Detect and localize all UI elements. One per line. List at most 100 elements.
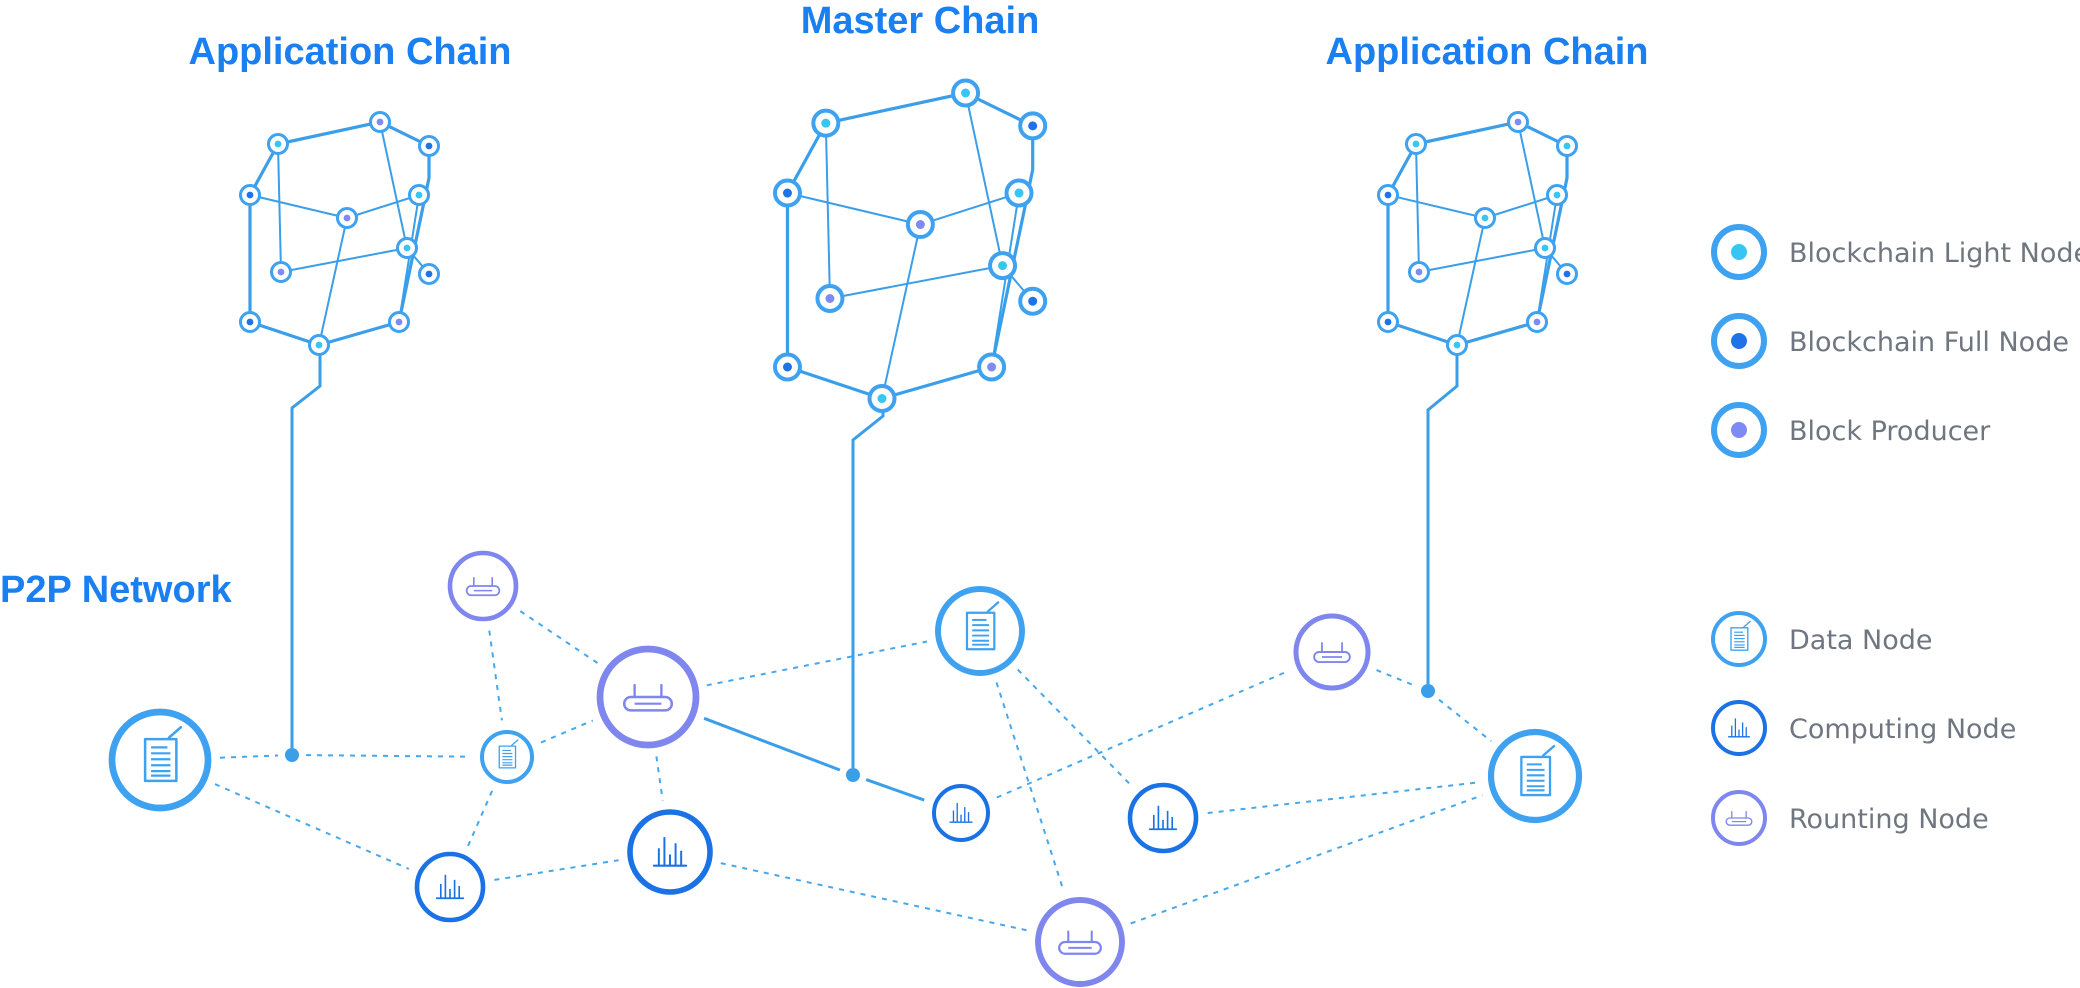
chain-node bbox=[238, 183, 262, 207]
chain-node bbox=[1525, 310, 1549, 334]
chain-link bbox=[851, 398, 885, 768]
cube-edge bbox=[1415, 143, 1420, 273]
application-chain-right-title: Application Chain bbox=[1326, 31, 1649, 73]
network-edge bbox=[706, 640, 928, 687]
network-edge bbox=[540, 719, 594, 744]
chain-cube bbox=[1376, 110, 1579, 357]
chain-node bbox=[951, 78, 981, 108]
computing-node bbox=[932, 784, 990, 842]
routing-node bbox=[1293, 613, 1371, 691]
legend-block-producer: Block Producer bbox=[1711, 402, 1991, 458]
cube-edge bbox=[318, 217, 348, 346]
cube-edge bbox=[990, 192, 1020, 368]
cube-frame bbox=[785, 91, 1035, 401]
cube-edge bbox=[280, 247, 408, 273]
chain-link bbox=[1426, 354, 1459, 684]
junction-dot bbox=[1421, 684, 1435, 698]
cube-edge bbox=[1517, 121, 1546, 249]
chain-node bbox=[772, 352, 802, 382]
routing-node bbox=[447, 550, 519, 622]
chain-node bbox=[1506, 110, 1530, 134]
chain-node bbox=[387, 310, 411, 334]
chain-node bbox=[1473, 206, 1497, 230]
routing-node bbox=[596, 645, 700, 749]
chain-node bbox=[1407, 260, 1431, 284]
network-edge bbox=[1207, 781, 1480, 814]
computing-node bbox=[1127, 782, 1199, 854]
block-producer-icon bbox=[1731, 422, 1747, 438]
computing-node bbox=[627, 809, 713, 895]
data-node bbox=[1487, 728, 1583, 824]
junction-dot bbox=[285, 748, 299, 762]
network-edge bbox=[703, 716, 841, 772]
network-edge bbox=[1130, 794, 1483, 925]
legend-label-computing-node: Computing Node bbox=[1789, 714, 2016, 745]
cube-edge bbox=[964, 92, 1004, 266]
cube-edge bbox=[824, 123, 831, 299]
chain-node bbox=[417, 262, 441, 286]
network-edge bbox=[219, 754, 279, 759]
network-edges bbox=[214, 610, 1492, 932]
chain-node bbox=[335, 206, 359, 230]
legend-routing-node: Rounting Node bbox=[1711, 790, 1989, 846]
network-edge bbox=[488, 630, 503, 721]
legend: Blockchain Light Node Blockchain Full No… bbox=[1711, 224, 2080, 846]
legend-full-node: Blockchain Full Node bbox=[1711, 313, 2069, 369]
chain-cube bbox=[238, 110, 441, 357]
computing-node bbox=[414, 851, 486, 923]
junction-dot bbox=[846, 768, 860, 782]
legend-light-node: Blockchain Light Node bbox=[1711, 224, 2080, 280]
chain-node bbox=[269, 260, 293, 284]
chain-node bbox=[1545, 183, 1569, 207]
network-edge bbox=[865, 778, 925, 802]
p2p-network-title: P2P Network bbox=[0, 569, 232, 611]
chain-node bbox=[905, 210, 935, 240]
legend-data-node: Data Node bbox=[1711, 611, 1933, 667]
cube-edge bbox=[881, 224, 922, 399]
legend-computing-node: Computing Node bbox=[1711, 700, 2016, 756]
cube-edge bbox=[277, 143, 282, 273]
network-edge bbox=[996, 670, 1289, 799]
legend-label-full-node: Blockchain Full Node bbox=[1789, 327, 2069, 358]
chain-cubes bbox=[238, 78, 1579, 414]
cube-edge bbox=[249, 194, 348, 219]
chain-node bbox=[1376, 310, 1400, 334]
chain-node bbox=[1376, 183, 1400, 207]
chain-node bbox=[307, 333, 331, 357]
network-edge bbox=[214, 783, 410, 870]
full-node-icon bbox=[1731, 333, 1747, 349]
network-nodes bbox=[108, 550, 1583, 987]
chain-node bbox=[815, 284, 845, 313]
legend-label-block-producer: Block Producer bbox=[1789, 416, 1991, 447]
chain-node bbox=[811, 108, 841, 138]
chain-node bbox=[266, 132, 290, 156]
chain-node bbox=[867, 384, 897, 414]
cube-edge bbox=[920, 192, 1020, 226]
data-node bbox=[108, 708, 212, 812]
chain-node bbox=[1004, 178, 1034, 208]
chain-node bbox=[1445, 333, 1469, 357]
chain-node bbox=[1533, 236, 1557, 260]
network-edge bbox=[720, 862, 1028, 932]
chain-node bbox=[1018, 111, 1048, 141]
network-edge bbox=[519, 610, 599, 665]
chain-node bbox=[417, 134, 441, 158]
chain-node bbox=[988, 251, 1018, 281]
legend-label-light-node: Blockchain Light Node bbox=[1789, 238, 2080, 269]
cube-edge bbox=[1418, 247, 1546, 273]
legend-label-data-node: Data Node bbox=[1789, 625, 1933, 656]
chain-node bbox=[977, 352, 1007, 382]
cube-edge bbox=[346, 194, 420, 219]
chain-node bbox=[395, 236, 419, 260]
chain-link bbox=[290, 354, 322, 748]
chain-node bbox=[1404, 132, 1428, 156]
application-chain-left-title: Application Chain bbox=[189, 31, 512, 73]
legend-label-routing-node: Rounting Node bbox=[1789, 804, 1989, 835]
chain-node bbox=[238, 310, 262, 334]
chain-node bbox=[1018, 286, 1048, 316]
cube-edge bbox=[1456, 217, 1486, 346]
master-chain-title: Master Chain bbox=[801, 0, 1040, 42]
cube-edge bbox=[1387, 194, 1486, 219]
cube-edge bbox=[829, 264, 1003, 300]
chain-cube bbox=[772, 78, 1048, 414]
